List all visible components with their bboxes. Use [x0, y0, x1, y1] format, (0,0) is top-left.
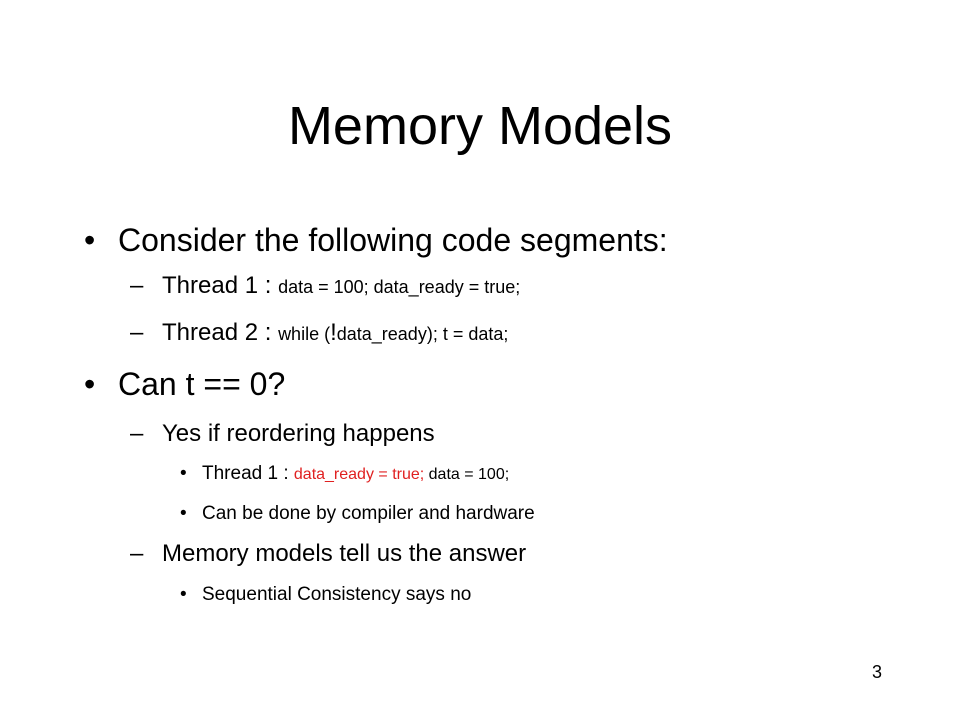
bullet-marker: • — [180, 584, 187, 605]
sub-bullet-text: Memory models tell us the answer — [162, 540, 527, 567]
code-text-pre: while ( — [278, 324, 331, 344]
dash-marker: – — [130, 319, 144, 346]
item-content: Thread 1 : data_ready = true; data = 100… — [202, 461, 509, 488]
item-text: Can be done by compiler and hardware — [202, 503, 535, 524]
sub-bullet-text: Yes if reordering happens — [162, 420, 435, 447]
slide-title: Memory Models — [287, 96, 673, 156]
thread-label: Thread 1 : — [162, 272, 279, 299]
code-text-post: data_ready); t = data; — [336, 324, 509, 344]
code-text: data = 100; — [424, 466, 510, 483]
dash-marker: – — [130, 540, 144, 567]
dash-marker: – — [130, 272, 144, 299]
page-number: 3 — [871, 662, 882, 682]
sub-bullet-content: Thread 2 : while (!data_ready); t = data… — [162, 317, 508, 350]
bullet-marker: • — [84, 366, 96, 402]
bullet-marker: • — [84, 222, 96, 258]
bullet-marker: • — [180, 503, 187, 524]
item-text: Sequential Consistency says no — [202, 584, 472, 605]
thread-label: Thread 2 : — [162, 319, 279, 346]
bullet-marker: • — [180, 463, 187, 484]
sub-bullet-content: Thread 1 : data = 100; data_ready = true… — [162, 270, 520, 303]
code-text-highlight: data_ready = true; — [293, 466, 425, 483]
thread-label: Thread 1 : — [202, 463, 294, 484]
dash-marker: – — [130, 420, 144, 447]
bullet-text: Can t == 0? — [118, 366, 286, 402]
bullet-text: Consider the following code segments: — [118, 222, 668, 258]
code-text: data = 100; data_ready = true; — [278, 277, 521, 297]
code-text-bang: ! — [330, 319, 337, 346]
